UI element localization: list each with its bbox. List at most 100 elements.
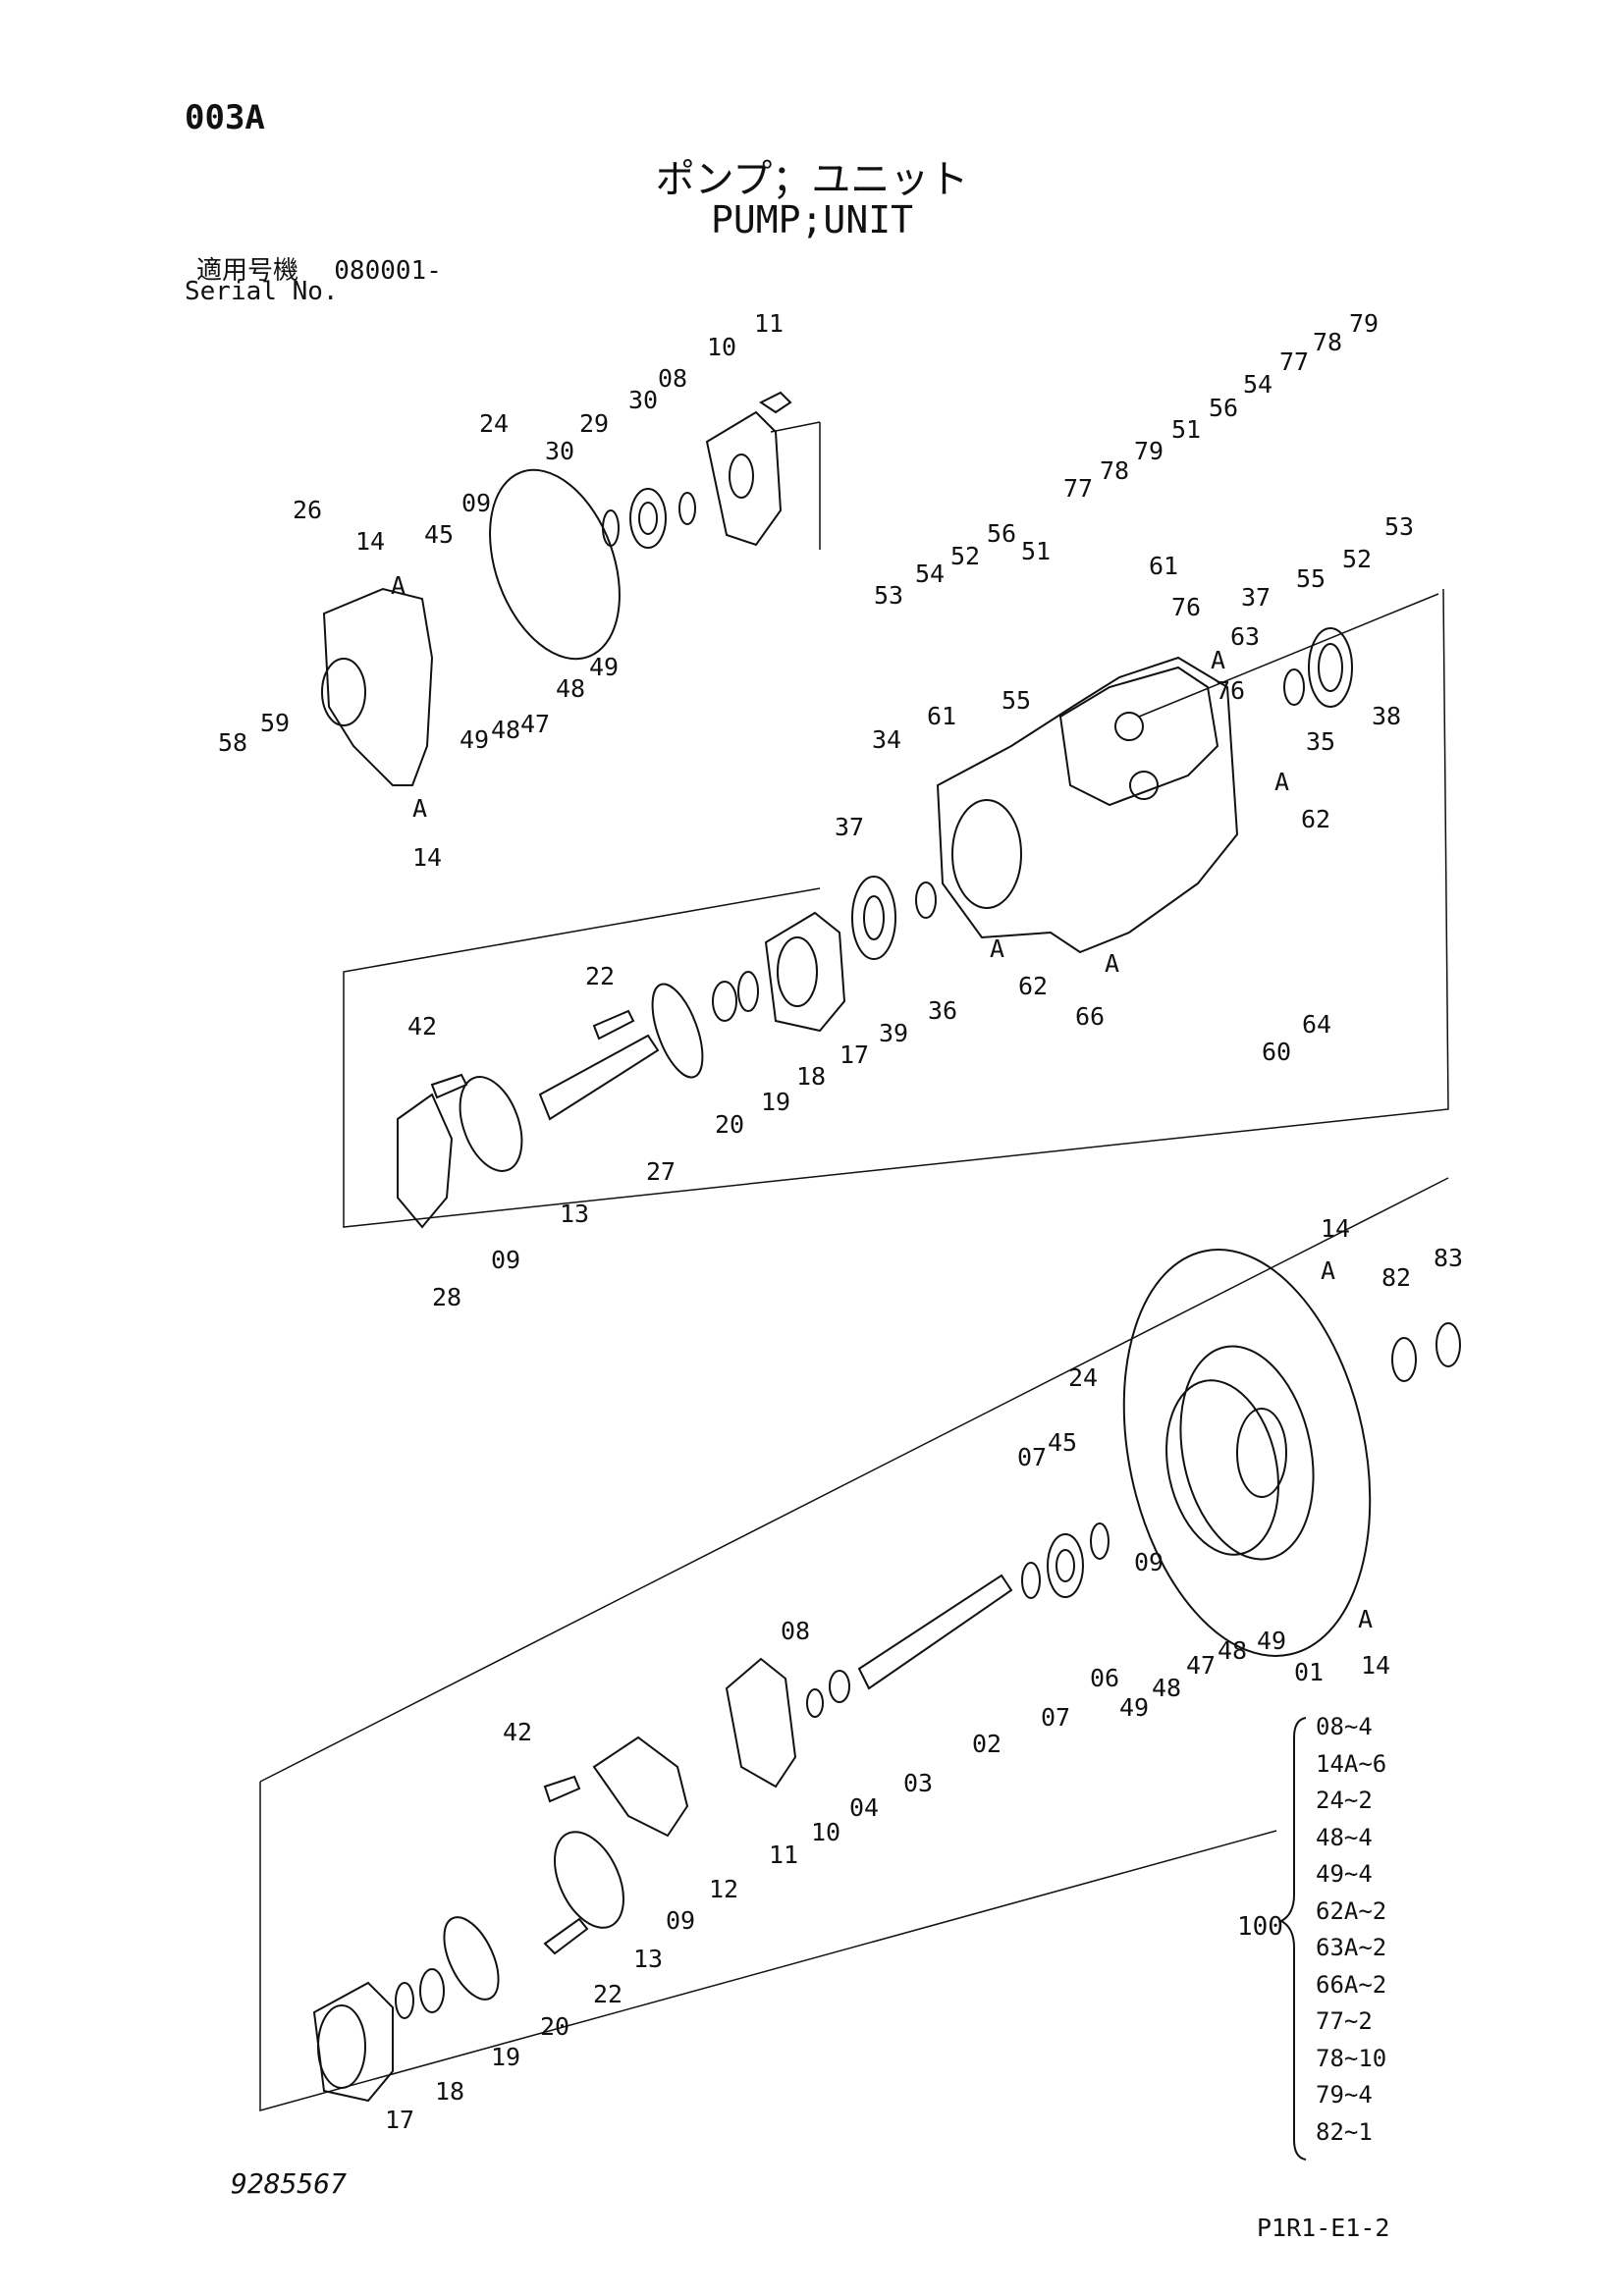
- callout-47-81: 47: [1186, 1651, 1216, 1680]
- spring-22-upper: [592, 1009, 635, 1041]
- kit-number: 100: [1237, 1912, 1283, 1942]
- callout-01-84: 01: [1294, 1658, 1324, 1686]
- flange-01: [1122, 1249, 1372, 1657]
- title-japanese: ポンプ；ユニット: [655, 157, 969, 202]
- callout-09-12: 09: [461, 489, 491, 517]
- callout-26-8: 26: [293, 496, 322, 524]
- bearing-39: [851, 876, 896, 960]
- serial-label-jp: 適用号機: [196, 256, 299, 286]
- upper-group-frame: [343, 588, 1449, 1228]
- ring-07-b: [1021, 1562, 1041, 1599]
- kit-item: 24~2: [1316, 1787, 1373, 1814]
- document-number: 9285567: [231, 2167, 348, 2200]
- ring-07-a: [1090, 1522, 1110, 1560]
- housing-34: [936, 656, 1239, 954]
- callout-20-100: 20: [540, 2012, 569, 2041]
- ring-19-lower: [419, 1968, 445, 2013]
- callout-A-10: A: [391, 571, 406, 600]
- plate-13-lower: [554, 1831, 624, 1929]
- callout-55-30: 55: [1296, 564, 1326, 593]
- callout-08-89: 08: [781, 1617, 810, 1645]
- callout-55-45: 55: [1001, 686, 1031, 715]
- serial-line: 適用号機 080001-: [196, 250, 442, 287]
- callout-48-80: 48: [1218, 1636, 1247, 1665]
- callout-09-97: 09: [666, 1906, 695, 1935]
- callout-18-63: 18: [796, 1062, 826, 1091]
- callout-35-47: 35: [1306, 727, 1335, 756]
- callout-38-46: 38: [1372, 702, 1401, 730]
- callout-45-11: 45: [424, 520, 454, 549]
- callout-12-96: 12: [709, 1875, 738, 1903]
- seal-82: [1391, 1337, 1417, 1382]
- callout-24-75: 24: [1068, 1363, 1098, 1392]
- callout-83-74: 83: [1434, 1244, 1463, 1272]
- callout-A-72: A: [1321, 1256, 1335, 1285]
- bushing-03: [829, 1670, 850, 1703]
- callout-51-27: 51: [1171, 415, 1201, 444]
- callout-66-56: 66: [1075, 1002, 1105, 1031]
- pin-42-upper: [430, 1073, 468, 1099]
- shaft-27: [538, 1034, 660, 1121]
- callout-09-78: 09: [1134, 1548, 1164, 1576]
- lower-group-frame: [259, 1782, 1277, 2111]
- callout-51-35: 51: [1021, 537, 1051, 565]
- plate-10-lower: [725, 1657, 797, 1789]
- callout-58-18: 58: [218, 728, 247, 757]
- bearing-06: [1047, 1533, 1084, 1598]
- part-drawings: [259, 391, 1461, 2161]
- callout-76-40: 76: [1171, 593, 1201, 621]
- callout-56-34: 56: [987, 519, 1016, 548]
- callout-14-71: 14: [1321, 1214, 1350, 1243]
- callout-A-55: A: [1105, 949, 1119, 978]
- callout-39-61: 39: [879, 1019, 908, 1047]
- callout-42-67: 42: [407, 1012, 437, 1041]
- ring-04: [806, 1688, 824, 1718]
- callout-19-101: 19: [491, 2043, 520, 2071]
- callout-30-6: 30: [545, 437, 574, 465]
- callout-76-44: 76: [1216, 676, 1245, 705]
- kit-item: 48~4: [1316, 1823, 1373, 1851]
- callout-11-94: 11: [769, 1841, 798, 1869]
- pin-42-lower: [543, 1775, 581, 1803]
- callout-48-14: 48: [491, 716, 520, 744]
- callout-54-37: 54: [915, 560, 945, 588]
- callout-14-9: 14: [355, 527, 385, 556]
- oring-24-upper: [489, 468, 621, 661]
- callout-47-15: 47: [520, 710, 550, 738]
- callout-61-48: 61: [927, 702, 956, 730]
- callout-24-7: 24: [479, 409, 509, 438]
- kit-item: 62A~2: [1316, 1896, 1387, 1925]
- callout-06-87: 06: [1090, 1664, 1119, 1692]
- shaft-02: [857, 1574, 1013, 1690]
- plate-20-lower: [443, 1916, 500, 2001]
- callout-62-54: 62: [1018, 972, 1048, 1000]
- cylinder-block-17-lower: [312, 1981, 394, 2103]
- callout-82-73: 82: [1381, 1263, 1411, 1292]
- plate-20-upper: [651, 983, 704, 1079]
- callout-52-29: 52: [1342, 545, 1372, 573]
- callout-13-98: 13: [633, 1945, 663, 1973]
- callout-61-39: 61: [1149, 552, 1178, 580]
- callout-79-22: 79: [1349, 309, 1379, 338]
- bearing-38: [1308, 627, 1353, 708]
- callout-A-53: A: [990, 934, 1004, 963]
- callout-13-68: 13: [560, 1200, 589, 1228]
- callout-48-16: 48: [556, 674, 585, 703]
- kit-item: 08~4: [1316, 1713, 1373, 1740]
- ring-83: [1435, 1322, 1461, 1367]
- callout-48-82: 48: [1152, 1674, 1181, 1702]
- callout-36-60: 36: [928, 996, 957, 1025]
- callout-03-91: 03: [903, 1769, 933, 1797]
- callout-A-50: A: [1274, 768, 1289, 796]
- callout-14-86: 14: [1361, 1651, 1390, 1680]
- callout-04-92: 04: [849, 1793, 879, 1822]
- kit-item: 77~2: [1316, 2007, 1373, 2035]
- callout-A-43: A: [1211, 646, 1225, 674]
- callout-53-28: 53: [1384, 512, 1414, 541]
- bolt-11-upper: [759, 391, 792, 414]
- callout-49-83: 49: [1119, 1693, 1149, 1722]
- callout-63-42: 63: [1230, 622, 1260, 651]
- callout-A-85: A: [1358, 1605, 1373, 1633]
- swash-28: [397, 1093, 454, 1229]
